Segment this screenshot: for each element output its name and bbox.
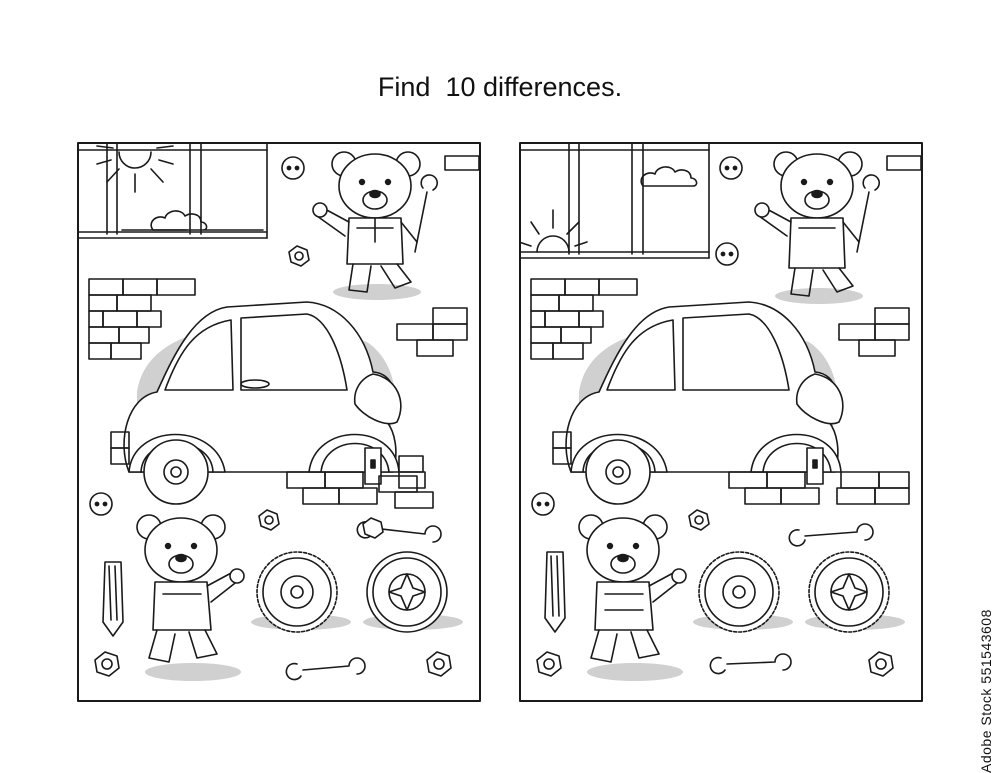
hex-nut-icon xyxy=(426,651,452,677)
brick-wall xyxy=(552,431,910,505)
puzzle-title: Find 10 differences. xyxy=(377,72,623,102)
pencil-icon xyxy=(102,561,124,637)
hex-nut-icon xyxy=(536,651,562,677)
wrench-icon xyxy=(788,523,874,547)
button-icon xyxy=(715,242,739,266)
brick-wall xyxy=(396,307,468,357)
car xyxy=(565,301,844,473)
stock-text: Adobe Stock xyxy=(978,688,994,773)
hex-nut-icon xyxy=(362,517,384,539)
jack-stand xyxy=(806,447,824,485)
sun-icon xyxy=(519,209,588,253)
spare-tire xyxy=(805,551,905,633)
wrench-icon xyxy=(709,653,792,675)
bear-mechanic-bottom xyxy=(578,514,687,681)
wrench-icon xyxy=(285,657,366,681)
button-icon xyxy=(89,492,113,516)
right-picture-panel[interactable] xyxy=(519,142,923,702)
spare-tire xyxy=(363,551,463,633)
brick-wall xyxy=(88,278,196,360)
bear-mechanic-bottom xyxy=(136,514,245,681)
button-icon xyxy=(531,492,555,516)
cloud-icon xyxy=(150,210,208,231)
bear-mechanic-top xyxy=(754,151,880,304)
car xyxy=(123,301,402,473)
spare-tire xyxy=(251,551,351,633)
stock-id: 551543608 xyxy=(978,609,994,684)
garage-window xyxy=(519,142,710,259)
hex-nut-icon xyxy=(258,509,280,531)
bear-mechanic-top xyxy=(312,151,438,300)
stock-watermark: Adobe Stock 551543608 xyxy=(978,609,994,773)
hex-nut-icon xyxy=(94,651,120,677)
brick-wall xyxy=(838,307,910,357)
hex-nut-icon xyxy=(688,509,710,531)
hex-nut-icon xyxy=(868,651,894,677)
spare-tire xyxy=(693,551,793,633)
car-wheel xyxy=(143,439,209,505)
left-picture-panel[interactable] xyxy=(77,142,481,702)
button-icon xyxy=(719,156,743,180)
button-icon xyxy=(281,156,305,180)
jack-stand xyxy=(364,447,382,485)
hex-nut-icon xyxy=(288,245,310,267)
sun-icon xyxy=(96,145,174,193)
car-wheel xyxy=(585,439,651,505)
cloud-icon xyxy=(640,166,698,187)
pencil-icon xyxy=(544,551,566,633)
brick-wall xyxy=(110,431,434,509)
brick-wall xyxy=(530,278,638,360)
